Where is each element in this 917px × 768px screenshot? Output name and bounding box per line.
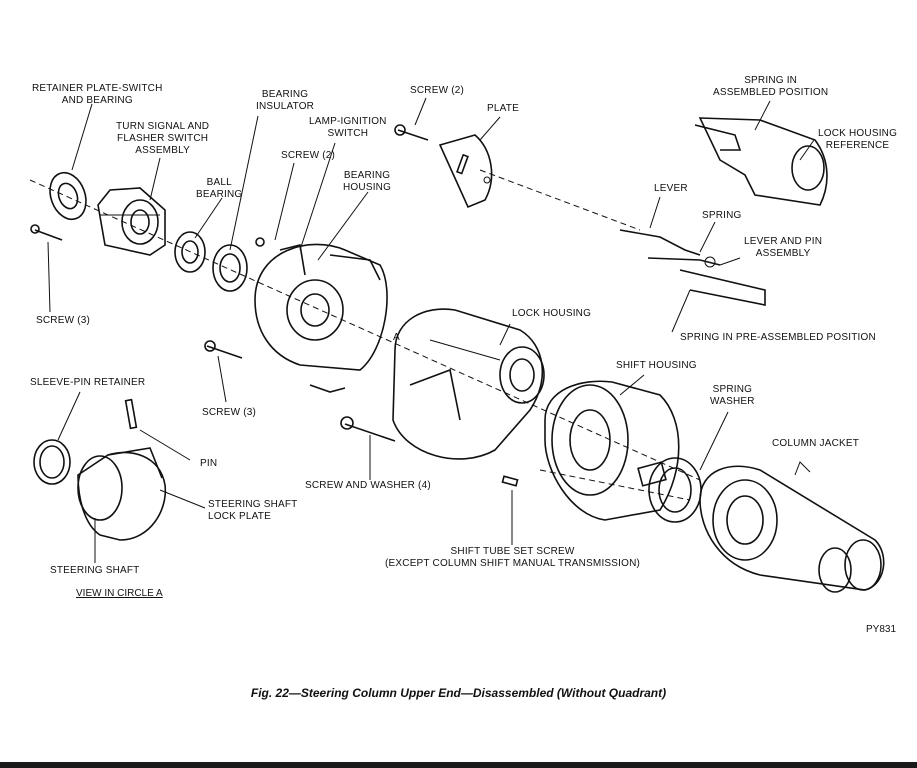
bottom-bar	[0, 762, 917, 768]
retainer-plate-part	[49, 171, 87, 221]
lever-label: LEVER	[654, 183, 688, 194]
screw-lamp-part	[255, 237, 265, 247]
screw-3-mid-label: SCREW (3)	[202, 407, 257, 418]
center-axis	[29, 179, 701, 481]
bearing-insulator-part	[212, 244, 248, 292]
screw-and-washer-label: SCREW AND WASHER (4)	[305, 480, 431, 491]
screw-top-part	[394, 124, 429, 141]
screw-3-left-label: SCREW (3)	[36, 315, 91, 326]
lock-housing-part	[392, 308, 545, 460]
plate-axis	[479, 169, 641, 231]
plate-label: PLATE	[487, 103, 519, 114]
figure-code: PY831	[866, 624, 897, 635]
lever-pin-part	[619, 229, 766, 306]
spring-pre-assembled-label: SPRING IN PRE-ASSEMBLED POSITION	[680, 332, 876, 343]
view-in-circle-part	[33, 398, 167, 541]
shift-housing-label: SHIFT HOUSING	[616, 360, 697, 371]
steering-shaft-label: STEERING SHAFT	[50, 565, 140, 576]
figure-caption: Fig. 22—Steering Column Upper End—Disass…	[250, 686, 667, 700]
spring-label: SPRING	[702, 210, 742, 221]
spring-washer-part	[648, 457, 702, 523]
screw-2-top-label: SCREW (2)	[410, 85, 465, 96]
shift-tube-set-screw-label: SHIFT TUBE SET SCREW(EXCEPT COLUMN SHIFT…	[385, 546, 641, 569]
column-jacket-part	[699, 465, 885, 593]
screw-2-mid-label: SCREW (2)	[281, 150, 336, 161]
pin-label: PIN	[200, 458, 218, 469]
set-screw-part	[501, 475, 519, 487]
shift-housing-part	[544, 380, 680, 521]
sleeve-pin-retainer-label: SLEEVE-PIN RETAINER	[30, 377, 146, 388]
ball-bearing-part	[174, 231, 206, 273]
column-jacket-label: COLUMN JACKET	[772, 438, 860, 449]
bearing-housing-part	[254, 243, 388, 393]
circle-a-label: A	[393, 332, 400, 343]
view-in-circle-a-label: VIEW IN CIRCLE A	[76, 588, 163, 599]
leader-lines	[47, 97, 815, 563]
turn-signal-switch-part	[97, 187, 166, 256]
lock-housing-label: LOCK HOUSING	[512, 308, 592, 319]
screw-washer-part	[340, 416, 396, 442]
screw-left-part	[30, 224, 63, 241]
set-screw-axis	[539, 469, 691, 501]
lock-housing-reference-part	[694, 117, 828, 206]
screw-bearing-housing-part	[204, 340, 243, 359]
plate-part	[438, 134, 493, 209]
